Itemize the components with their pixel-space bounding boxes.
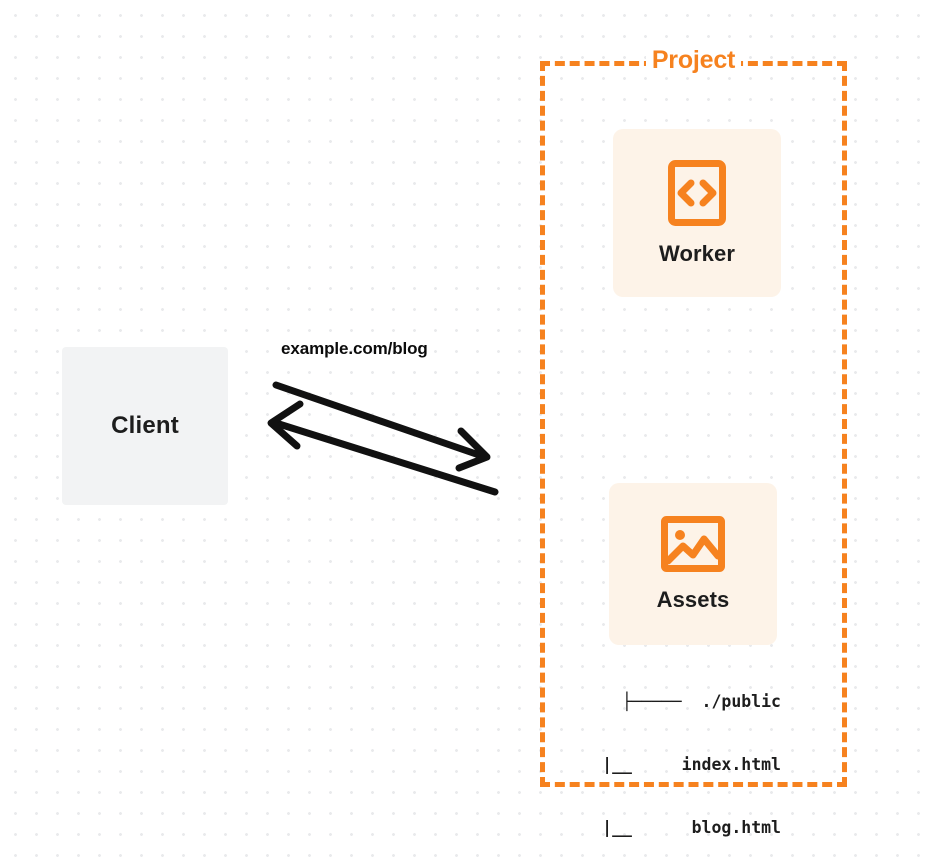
code-brackets-icon	[668, 160, 726, 226]
assets-card[interactable]: Assets	[609, 483, 777, 645]
file-tree-row: ├───── ./public	[622, 692, 781, 711]
file-tree-row: |__ index.html	[582, 755, 781, 774]
request-arrow	[272, 381, 491, 472]
client-node[interactable]: Client	[62, 347, 228, 505]
worker-card[interactable]: Worker	[613, 129, 781, 297]
worker-card-label: Worker	[659, 241, 735, 266]
request-url-label: example.com/blog	[281, 339, 428, 358]
assets-file-tree: ├───── ./public |__ index.html |__ blog.…	[540, 649, 847, 860]
assets-card-label: Assets	[656, 587, 730, 612]
client-node-label: Client	[111, 412, 179, 439]
file-tree-row: |__ blog.html	[582, 818, 781, 837]
project-group: Project Worker Assets ├───── ./public |_…	[540, 45, 847, 837]
image-picture-icon	[661, 516, 725, 572]
response-arrow	[267, 400, 499, 496]
